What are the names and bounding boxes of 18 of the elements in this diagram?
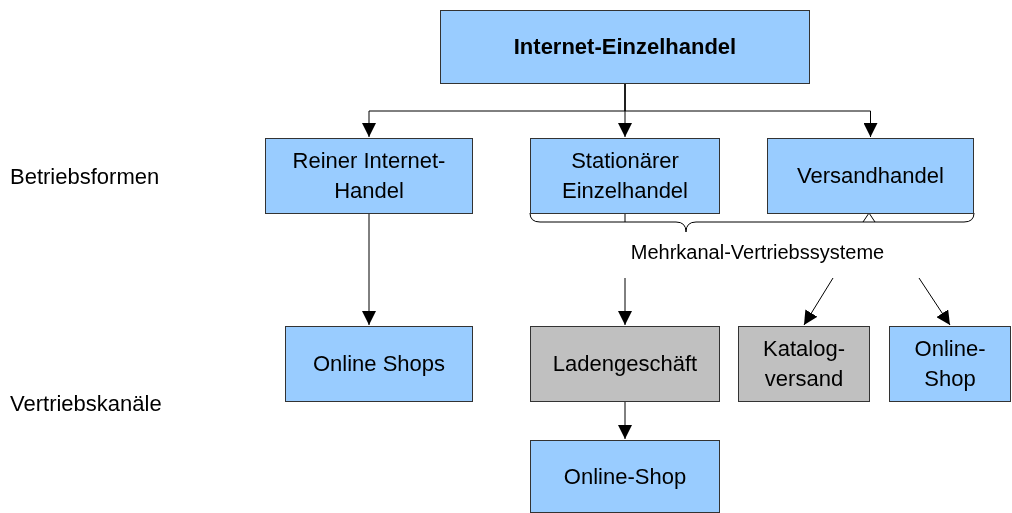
arrow: [362, 213, 376, 326]
row-label: Vertriebskanäle: [10, 390, 162, 418]
process-box: Katalog- versand: [738, 326, 870, 402]
arrow: [803, 277, 834, 326]
process-box: Online- Shop: [889, 326, 1011, 402]
arrow: [624, 83, 878, 138]
arrow: [618, 401, 632, 440]
group-label: Mehrkanal-Vertriebssysteme: [600, 238, 915, 266]
process-box: Internet-Einzelhandel: [440, 10, 810, 84]
process-box: Reiner Internet- Handel: [265, 138, 473, 214]
process-box: Online Shops: [285, 326, 473, 402]
process-box: Versandhandel: [767, 138, 974, 214]
arrow: [618, 277, 632, 326]
arrow: [918, 277, 951, 326]
row-label: Betriebsformen: [10, 163, 160, 191]
process-box: Online-Shop: [530, 440, 720, 513]
process-box: Stationärer Einzelhandel: [530, 138, 720, 214]
process-box: Ladengeschäft: [530, 326, 720, 402]
